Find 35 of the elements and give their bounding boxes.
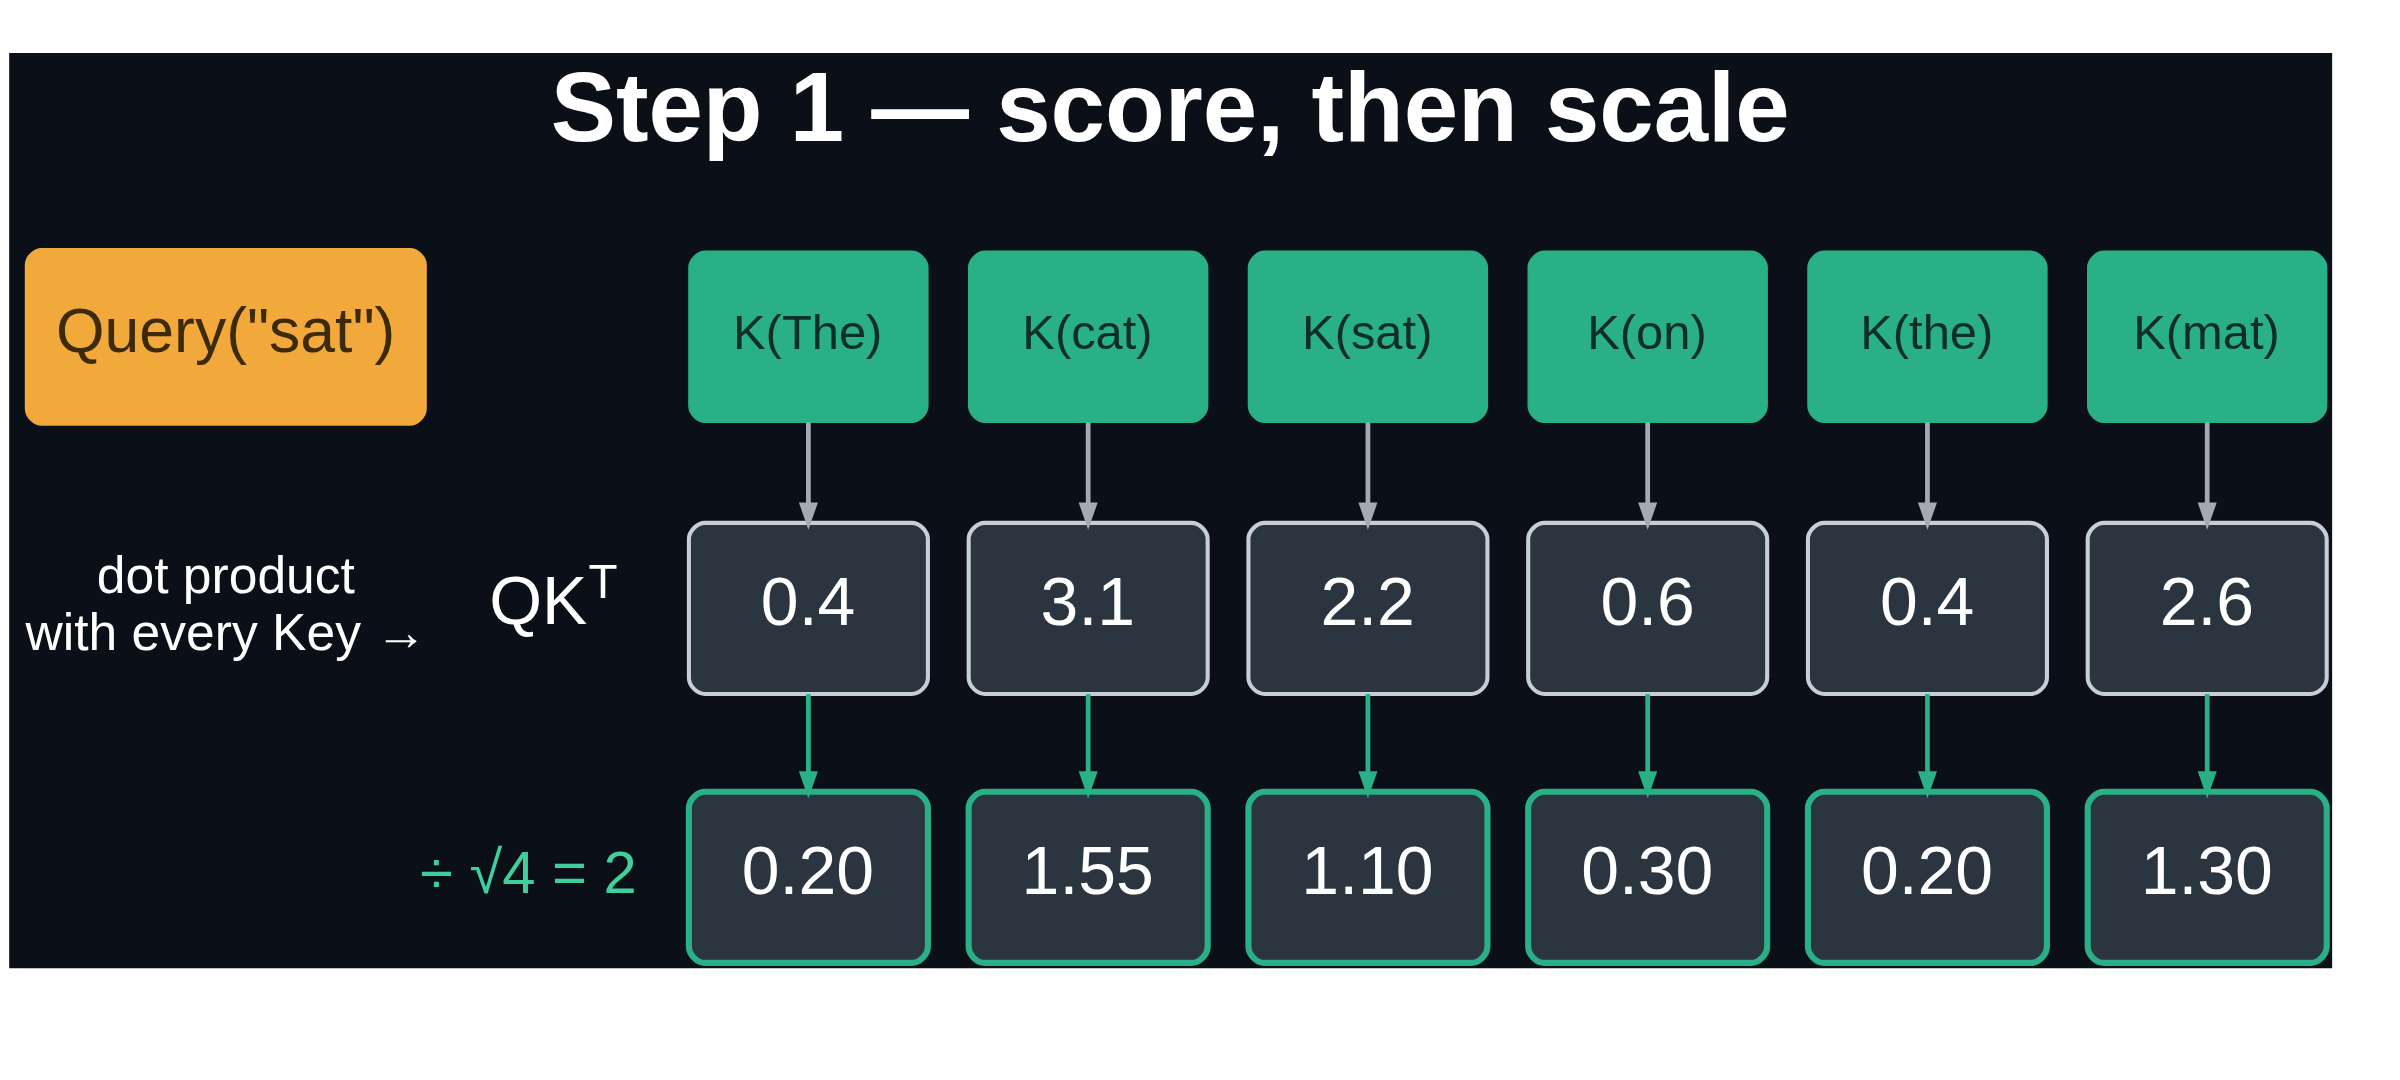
arrow <box>798 694 818 799</box>
arrow <box>2197 422 2217 530</box>
node-box: 0.4 <box>1805 520 2049 697</box>
arrow <box>1078 694 1098 799</box>
node-box: 1.55 <box>965 788 1211 966</box>
node-box: 0.20 <box>685 788 931 966</box>
node-box: K(The) <box>688 250 929 424</box>
label: QK$^{T}$ <box>489 554 618 639</box>
diagram-title: Step 1 — score, then scale <box>550 51 1790 162</box>
node-box: K(mat) <box>2087 250 2328 424</box>
node-box: 2.6 <box>2085 520 2329 697</box>
node-label: dot product with every Key → <box>25 545 427 661</box>
arrow <box>2197 694 2217 799</box>
arrow <box>1358 422 1378 530</box>
arrow <box>798 422 818 530</box>
node-box: 0.6 <box>1526 520 1770 697</box>
node-box: K(sat) <box>1247 250 1489 424</box>
node-box: 1.10 <box>1245 788 1491 966</box>
node-box: 0.20 <box>1804 788 2050 966</box>
arrow <box>1638 422 1658 530</box>
node-box: Query("sat") <box>24 247 427 426</box>
arrow <box>1358 694 1378 799</box>
label: ÷ √4 = 2 <box>420 838 637 906</box>
arrow <box>1917 422 1937 530</box>
node-box: 0.4 <box>686 520 930 697</box>
node-box: 0.30 <box>1525 788 1771 966</box>
node-box: 1.30 <box>2084 788 2330 966</box>
arrow <box>1638 694 1658 799</box>
node-box: 3.1 <box>966 520 1210 697</box>
node-box: K(on) <box>1527 250 1768 424</box>
arrow <box>1078 422 1098 530</box>
arrow <box>1917 694 1937 799</box>
node-box: K(cat) <box>967 250 1209 424</box>
node-box: 2.2 <box>1246 520 1490 697</box>
node-box: K(the) <box>1807 250 2048 424</box>
